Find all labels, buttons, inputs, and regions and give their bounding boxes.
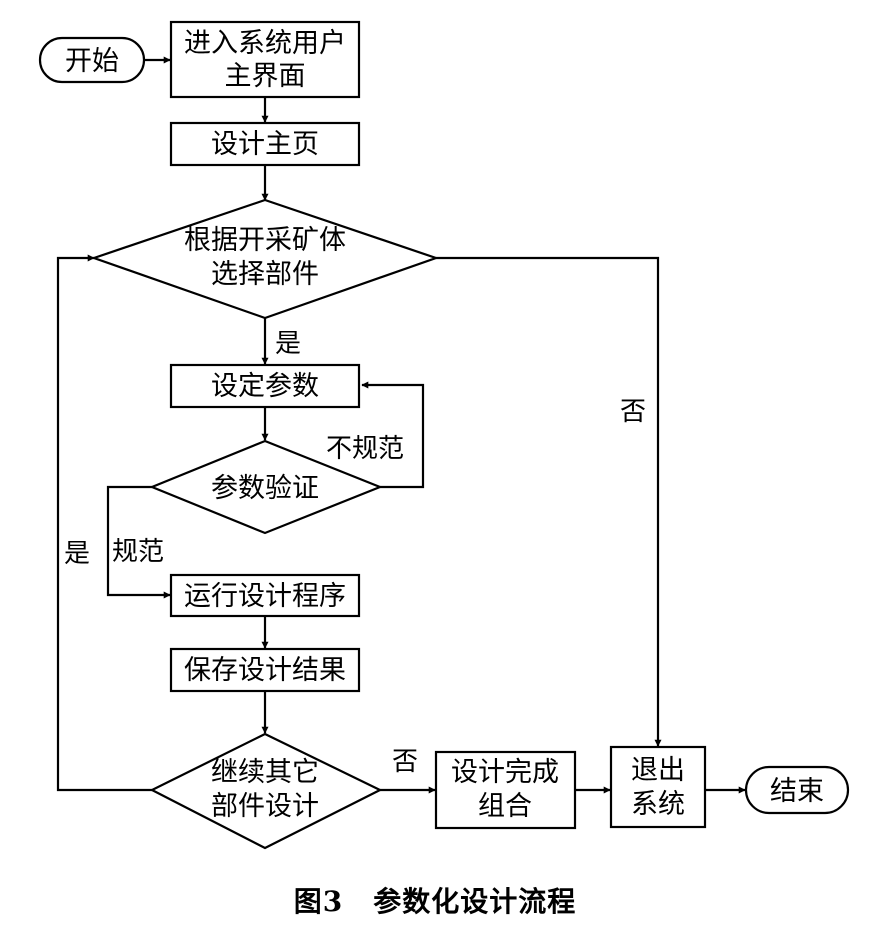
set-params-node: 设定参数: [169, 363, 361, 409]
edge-check-invalid-loop: [361, 381, 425, 489]
enter-main-label-1: 进入系统用户: [184, 28, 346, 59]
param-check-decision: 参数验证: [149, 439, 383, 535]
edge-select-no-to-exit: [436, 256, 662, 747]
edge-label-yes-select: 是: [275, 329, 301, 359]
enter-main-label-2: 主界面: [225, 61, 306, 92]
end-node: 结束: [744, 765, 850, 815]
design-done-label-1: 设计完成: [451, 757, 559, 788]
edge-label-valid: 规范: [112, 537, 164, 567]
select-part-label-1: 根据开采矿体: [184, 225, 346, 256]
save-result-label: 保存设计结果: [184, 655, 346, 686]
edge-continue-yes-loop: [56, 254, 152, 792]
edge-label-no-continue: 否: [392, 747, 418, 777]
run-program-label: 运行设计程序: [184, 581, 346, 612]
design-done-label-2: 组合: [478, 791, 532, 822]
save-result-node: 保存设计结果: [169, 647, 361, 693]
start-node: 开始: [38, 36, 146, 84]
exit-system-label-2: 系统: [631, 789, 685, 820]
select-part-label-2: 选择部件: [211, 259, 319, 290]
exit-system-node: 退出 系统: [609, 745, 707, 829]
edges: [56, 56, 746, 794]
figure-caption: 图3 参数化设计流程: [0, 880, 870, 920]
set-params-label: 设定参数: [211, 371, 319, 402]
design-done-node: 设计完成 组合: [434, 750, 577, 830]
design-home-node: 设计主页: [169, 121, 361, 167]
edge-label-no-select: 否: [620, 397, 646, 427]
enter-main-node: 进入系统用户 主界面: [169, 20, 361, 99]
end-label: 结束: [770, 776, 824, 807]
exit-system-label-1: 退出: [631, 755, 685, 786]
edge-check-valid-to-run: [106, 485, 171, 599]
continue-design-label-2: 部件设计: [211, 791, 319, 822]
start-label: 开始: [65, 46, 119, 77]
continue-design-label-1: 继续其它: [211, 757, 319, 788]
continue-design-decision: 继续其它 部件设计: [149, 732, 383, 850]
edge-label-invalid: 不规范: [326, 434, 404, 464]
edge-label-yes-continue: 是: [64, 539, 90, 569]
param-check-label: 参数验证: [211, 473, 319, 504]
select-part-decision: 根据开采矿体 选择部件: [90, 198, 440, 320]
figure-title: 参数化设计流程: [373, 885, 577, 918]
figure-number: 图3: [293, 885, 344, 918]
run-program-node: 运行设计程序: [169, 573, 361, 618]
flowchart: 开始 进入系统用户 主界面 设计主页 根据开采矿体 选择部件 设定参数 参数验证…: [38, 20, 850, 850]
design-home-label: 设计主页: [211, 129, 319, 160]
